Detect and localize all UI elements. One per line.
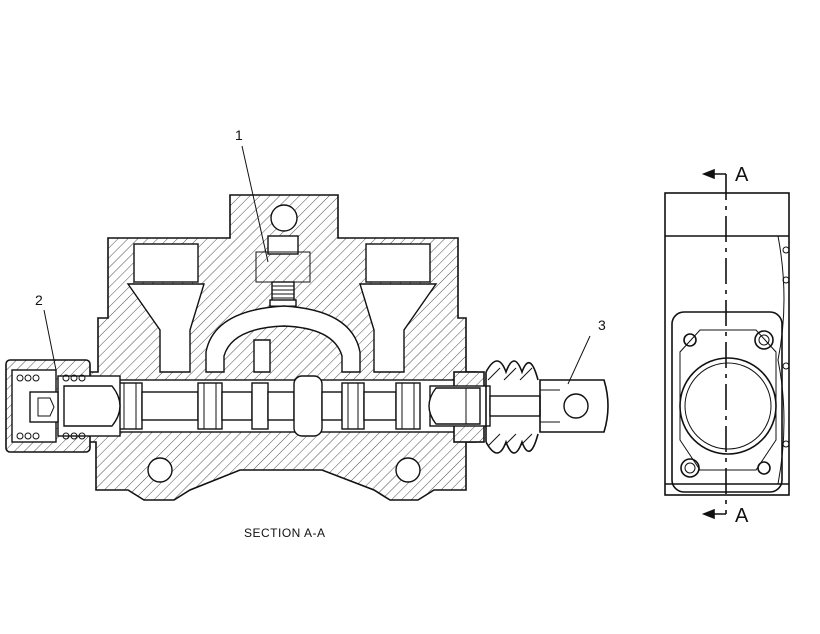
mounting-flange: [671, 311, 783, 493]
leader-lines: [43, 145, 591, 385]
cavity-right: [359, 283, 438, 373]
section-view: 1 2 3 SECTION A-A: [5, 127, 609, 540]
passage-arch: [205, 305, 361, 373]
section-caption: SECTION A-A: [244, 526, 326, 540]
boss-hole-bottom-right: [395, 457, 421, 483]
callout-2: 2: [35, 292, 43, 308]
bolt-hole-2: [754, 330, 774, 350]
callout-1: 1: [235, 127, 243, 143]
section-arrow-top: [701, 168, 726, 180]
edge-details: [782, 246, 790, 448]
port-left: [133, 243, 199, 283]
bolt-hole-3: [680, 458, 700, 478]
section-arrow-bottom: [701, 508, 726, 520]
relief-spring-upper: [271, 281, 295, 303]
spool-grooves: [123, 383, 415, 429]
centering-cap-left: [5, 359, 121, 453]
spool-end-right: [428, 371, 491, 443]
port-right: [365, 243, 431, 283]
bolt-hole-1: [683, 333, 697, 347]
flange-plate: [679, 329, 777, 471]
end-view-outline: [664, 192, 790, 496]
boot-hatching: [487, 367, 533, 447]
callout-3: 3: [598, 317, 606, 333]
bolt-hole-4: [757, 461, 771, 475]
passage-center: [253, 339, 271, 373]
rubber-boot: [485, 360, 539, 454]
end-view: A A: [664, 164, 790, 527]
spool: [117, 375, 421, 437]
port-large: [679, 357, 777, 455]
section-mark-top: A: [735, 164, 749, 186]
control-clevis: [489, 379, 609, 433]
relief-plug: [267, 235, 299, 255]
section-mark-bottom: A: [735, 505, 749, 527]
boss-hole-top: [270, 204, 298, 232]
end-view-right-edge: [777, 235, 785, 485]
boss-hole-bottom: [147, 457, 173, 483]
cavity-left: [126, 283, 205, 373]
